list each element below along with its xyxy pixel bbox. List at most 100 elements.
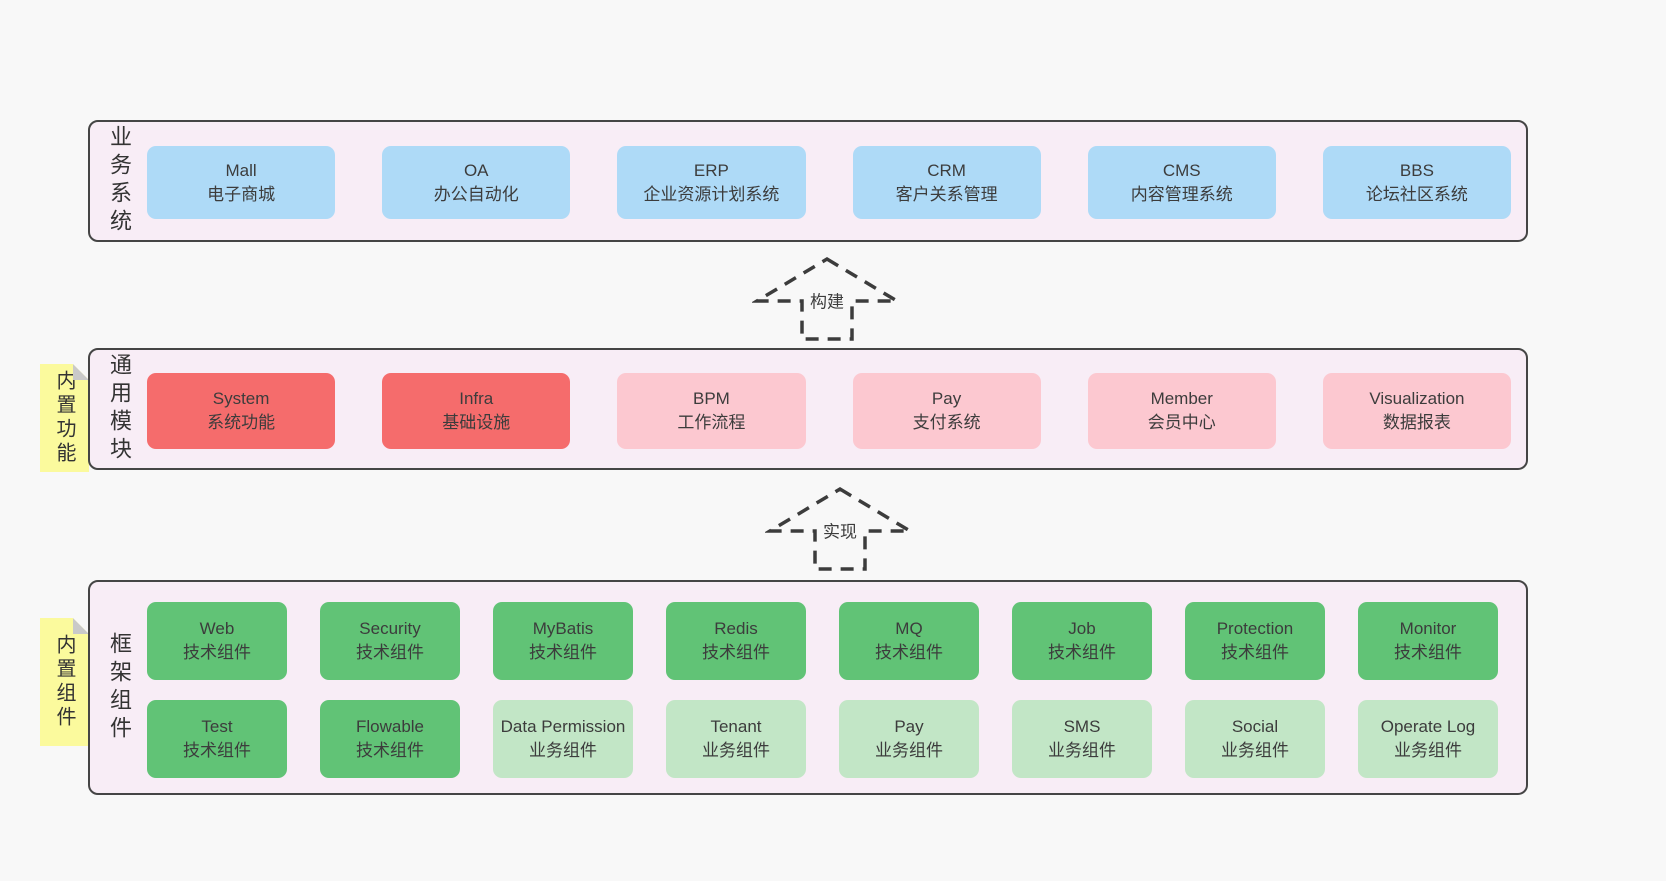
box-title: Test [201,717,233,736]
component-box-security: Security 技术组件 [320,602,460,680]
box-title: BPM [692,389,730,408]
module-box-system: System 系统功能 [147,373,336,449]
framework-components-layer: 框架组件 Web 技术组件 Security 技术组件 MyBatis 技术组件… [88,580,1528,795]
box-subtitle: 内容管理系统 [1130,184,1233,204]
box-title: Security [359,619,421,638]
box-subtitle: 技术组件 [1221,643,1289,662]
box-title: System [212,389,270,408]
box-subtitle: 业务组件 [875,741,943,760]
box-title: BBS [1399,160,1434,180]
business-systems-layer: 业务系统 Mall 电子商城 OA 办公自动化 ERP 企业资源计划系统 CRM… [88,120,1528,242]
box-subtitle: 业务组件 [702,741,770,760]
sticky-note-label: 内置组件 [53,634,75,730]
box-title: Member [1150,389,1213,408]
component-box-flowable: Flowable 技术组件 [320,700,460,778]
module-box-bpm: BPM 工作流程 [617,373,806,449]
box-title: Redis [714,619,758,638]
component-box-mybatis: MyBatis 技术组件 [493,602,633,680]
box-subtitle: 基础设施 [442,413,511,432]
module-box-pay: Pay 支付系统 [852,373,1041,449]
box-subtitle: 技术组件 [356,643,424,662]
component-box-social: Social 业务组件 [1185,700,1325,778]
layer-label-business-systems: 业务系统 [107,125,132,237]
build-arrow: 构建 [752,256,902,342]
system-box-oa: OA 办公自动化 [382,146,571,219]
system-box-mall: Mall 电子商城 [147,146,336,219]
box-title: OA [463,160,489,180]
component-box-tenant: Tenant 业务组件 [666,700,806,778]
module-box-visualization: Visualization 数据报表 [1322,373,1511,449]
component-box-job: Job 技术组件 [1012,602,1152,680]
box-title: Web [199,619,235,638]
sticky-note-built-in-features: 内置功能 [40,364,89,472]
box-subtitle: 技术组件 [702,643,770,662]
box-title: ERP [693,160,729,180]
box-subtitle: 技术组件 [183,741,251,760]
framework-components-row-2: Test 技术组件 Flowable 技术组件 Data Permission … [147,700,1498,778]
component-box-data-permission: Data Permission 业务组件 [493,700,633,778]
system-box-bbs: BBS 论坛社区系统 [1322,146,1511,219]
box-subtitle: 业务组件 [529,741,597,760]
sticky-note-built-in-components: 内置组件 [40,618,89,746]
box-subtitle: 会员中心 [1147,413,1216,432]
system-box-crm: CRM 客户关系管理 [852,146,1041,219]
box-title: SMS [1063,717,1101,736]
box-subtitle: 企业资源计划系统 [643,184,780,204]
up-arrow-icon [765,486,915,571]
box-title: Operate Log [1380,717,1476,736]
box-subtitle: 技术组件 [356,741,424,760]
box-subtitle: 办公自动化 [433,184,519,204]
box-title: Social [1231,717,1279,736]
box-subtitle: 技术组件 [875,643,943,662]
box-title: Tenant [710,717,762,736]
framework-components-row-1: Web 技术组件 Security 技术组件 MyBatis 技术组件 Redi… [147,602,1498,680]
box-subtitle: 技术组件 [529,643,597,662]
system-box-erp: ERP 企业资源计划系统 [617,146,806,219]
box-title: Mall [225,160,257,180]
box-title: Flowable [355,717,425,736]
box-subtitle: 技术组件 [183,643,251,662]
box-title: Infra [459,389,494,408]
build-arrow-label: 构建 [806,285,848,315]
box-subtitle: 电子商城 [207,184,276,204]
box-title: Pay [894,717,924,736]
component-box-mq: MQ 技术组件 [839,602,979,680]
box-subtitle: 业务组件 [1048,741,1116,760]
component-box-protection: Protection 技术组件 [1185,602,1325,680]
box-title: CMS [1162,160,1201,180]
box-subtitle: 业务组件 [1394,741,1462,760]
box-subtitle: 业务组件 [1221,741,1289,760]
module-box-member: Member 会员中心 [1087,373,1276,449]
sticky-note-label: 内置功能 [53,370,75,466]
system-box-cms: CMS 内容管理系统 [1087,146,1276,219]
implement-arrow: 实现 [765,486,915,572]
box-subtitle: 数据报表 [1382,413,1451,432]
module-box-infra: Infra 基础设施 [382,373,571,449]
common-modules-row: System 系统功能 Infra 基础设施 BPM 工作流程 Pay 支付系统… [147,373,1511,449]
box-title: Visualization [1369,389,1465,408]
box-subtitle: 工作流程 [677,413,746,432]
business-systems-row: Mall 电子商城 OA 办公自动化 ERP 企业资源计划系统 CRM 客户关系… [147,146,1511,219]
component-box-pay: Pay 业务组件 [839,700,979,778]
box-title: Protection [1216,619,1294,638]
layer-label-framework-components: 框架组件 [107,631,132,744]
box-title: Data Permission [500,717,626,736]
component-box-sms: SMS 业务组件 [1012,700,1152,778]
component-box-web: Web 技术组件 [147,602,287,680]
component-box-test: Test 技术组件 [147,700,287,778]
box-subtitle: 论坛社区系统 [1365,184,1468,204]
common-modules-layer: 通用模块 System 系统功能 Infra 基础设施 BPM 工作流程 Pay… [88,348,1528,470]
box-title: Pay [931,389,962,408]
box-title: Monitor [1399,619,1457,638]
box-title: MQ [895,619,923,638]
box-title: CRM [927,160,966,180]
implement-arrow-label: 实现 [819,515,861,545]
up-arrow-icon [752,256,902,341]
box-title: MyBatis [532,619,594,638]
box-subtitle: 系统功能 [207,413,276,432]
box-subtitle: 技术组件 [1394,643,1462,662]
box-subtitle: 技术组件 [1048,643,1116,662]
component-box-monitor: Monitor 技术组件 [1358,602,1498,680]
component-box-redis: Redis 技术组件 [666,602,806,680]
box-subtitle: 客户关系管理 [895,184,998,204]
